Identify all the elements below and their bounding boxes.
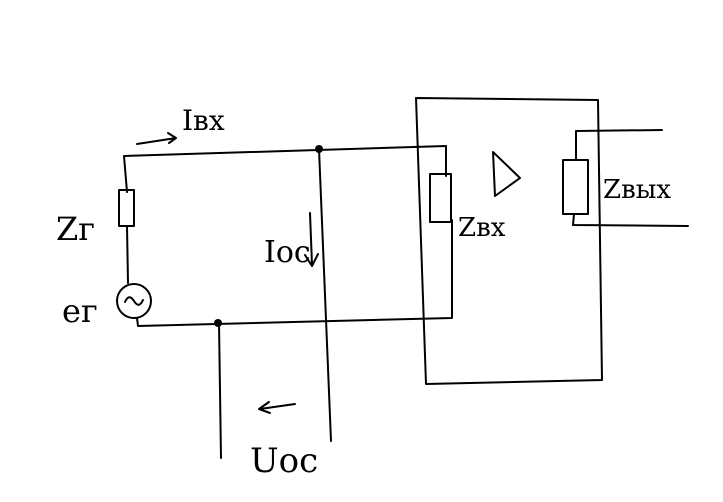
top-wire xyxy=(123,145,447,193)
output-bottom-lead xyxy=(572,213,689,227)
bottom-junction xyxy=(214,319,222,327)
top-junction xyxy=(315,145,323,153)
feedback-current-label: Iос xyxy=(264,235,311,270)
feedback-vertical-left xyxy=(218,322,222,459)
source-impedance-label: Zг xyxy=(56,210,95,248)
input-impedance-resistor xyxy=(429,173,452,223)
input-current-label: Iвх xyxy=(182,104,225,137)
bottom-wire xyxy=(136,219,453,327)
output-impedance-resistor xyxy=(562,159,589,215)
source-impedance-resistor xyxy=(118,189,135,227)
input-impedance-label: Zвх xyxy=(458,213,506,243)
ac-source-icon xyxy=(116,283,152,319)
input-current-arrow xyxy=(136,132,177,145)
output-top-lead xyxy=(575,129,663,161)
feedback-current-arrow xyxy=(304,212,319,267)
source-emf-label: eг xyxy=(62,292,98,330)
output-impedance-label: Zвых xyxy=(603,175,671,205)
source-impedance-lead xyxy=(126,225,129,284)
feedback-vertical-right xyxy=(318,148,332,442)
amplifier-box xyxy=(415,97,603,385)
feedback-voltage-arrow xyxy=(258,401,296,414)
amplifier-triangle-icon xyxy=(492,151,521,197)
feedback-voltage-label: Uос xyxy=(250,441,318,481)
